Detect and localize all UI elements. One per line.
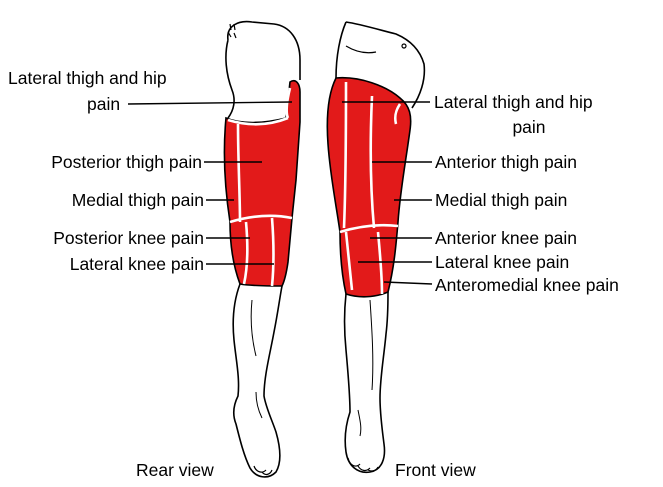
front-hip-inner-curve — [345, 45, 377, 54]
rear-lower-leg-outline — [232, 283, 283, 478]
front-leader-lines — [342, 101, 433, 285]
front-foot-toes — [347, 457, 379, 472]
front-lower-leg-outline — [343, 291, 389, 474]
rear-leader-lateral-thigh-hip — [127, 101, 293, 105]
rear-calf-lines — [250, 299, 263, 419]
rear-hip-tick-marks — [227, 23, 237, 39]
rear-label-lateral-knee: Lateral knee pain — [70, 254, 204, 274]
front-view-caption: Front view — [395, 460, 476, 480]
front-hip-outline — [335, 21, 426, 109]
front-navel — [401, 43, 407, 49]
front-label-medial-thigh: Medial thigh pain — [435, 190, 567, 210]
rear-label-lateral-thigh-hip-line1: Lateral thigh and hip — [8, 68, 167, 88]
front-label-anterior-thigh: Anterior thigh pain — [435, 152, 577, 172]
front-leader-anteromedial-knee — [383, 281, 433, 285]
rear-thigh-pain-region — [223, 79, 301, 287]
rear-foot-toes — [253, 465, 273, 476]
rear-label-posterior-thigh: Posterior thigh pain — [51, 152, 202, 172]
rear-view-caption: Rear view — [136, 460, 214, 480]
rear-view-leg — [223, 20, 301, 478]
front-dividers — [339, 81, 402, 295]
front-thigh-pain-region — [326, 76, 412, 298]
rear-label-posterior-knee: Posterior knee pain — [53, 228, 204, 248]
front-label-anteromedial-knee: Anteromedial knee pain — [435, 275, 619, 295]
front-label-lateral-thigh-hip-line1: Lateral thigh and hip — [434, 92, 593, 112]
front-view-leg — [326, 21, 426, 474]
front-label-lateral-knee: Lateral knee pain — [435, 252, 569, 272]
rear-leader-lines — [127, 101, 293, 265]
rear-dividers — [227, 87, 293, 287]
rear-label-lateral-thigh-hip-line2: pain — [87, 94, 120, 114]
front-label-lateral-thigh-hip-line2: pain — [512, 117, 545, 137]
front-label-anterior-knee: Anterior knee pain — [435, 228, 577, 248]
rear-label-medial-thigh: Medial thigh pain — [72, 190, 204, 210]
front-shin-lines — [357, 299, 374, 437]
